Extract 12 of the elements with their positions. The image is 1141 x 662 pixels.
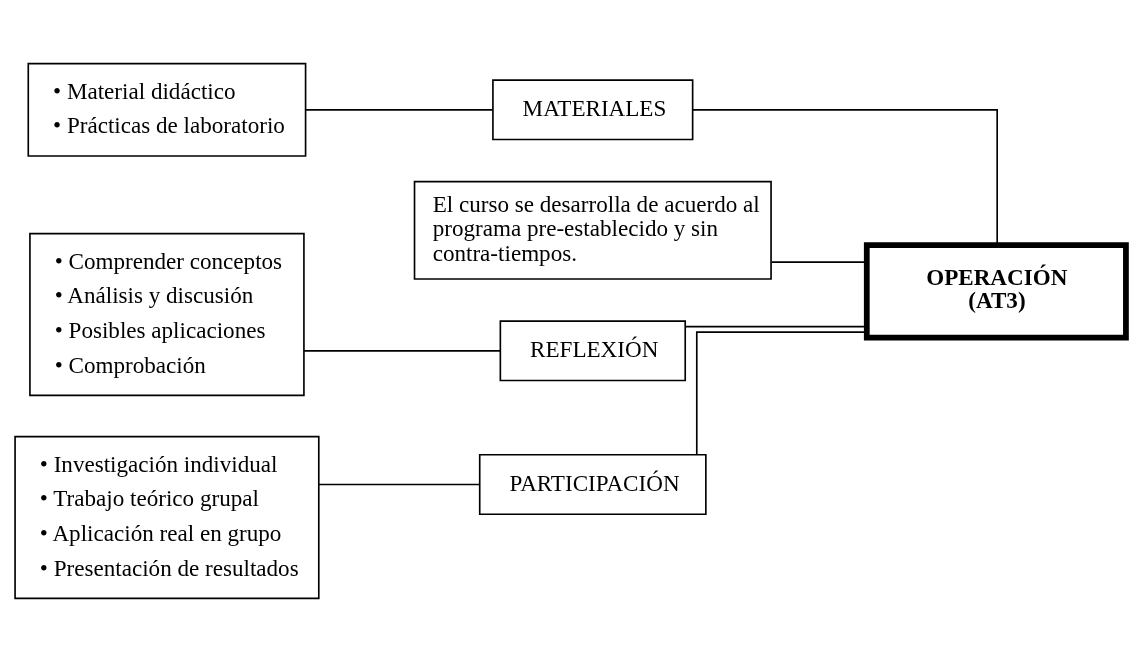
node-box: MATERIALES (492, 79, 694, 141)
node-box: OPERACIÓN (AT3) (863, 242, 1129, 341)
connector (318, 483, 480, 486)
node-box: PARTICIPACIÓN (478, 453, 707, 516)
node-box: REFLEXIÓN (499, 320, 687, 382)
connector (691, 109, 998, 246)
node-box: • Comprender conceptos • Análisis y discusión • Posibles aplicaciones • Comprobación (29, 232, 305, 397)
node-box: • Material didáctico • Prácticas de laboratorio (27, 62, 307, 157)
node-box: El curso se desarrolla de acuerdo al programa pre-establecido y sin contra-tiempos. (413, 180, 772, 280)
connector (304, 109, 494, 111)
connector (303, 350, 502, 352)
node-box: • Investigación individual • Trabajo teórico grupal • Aplicación real en grupo • Presentación de resultados (14, 435, 320, 600)
